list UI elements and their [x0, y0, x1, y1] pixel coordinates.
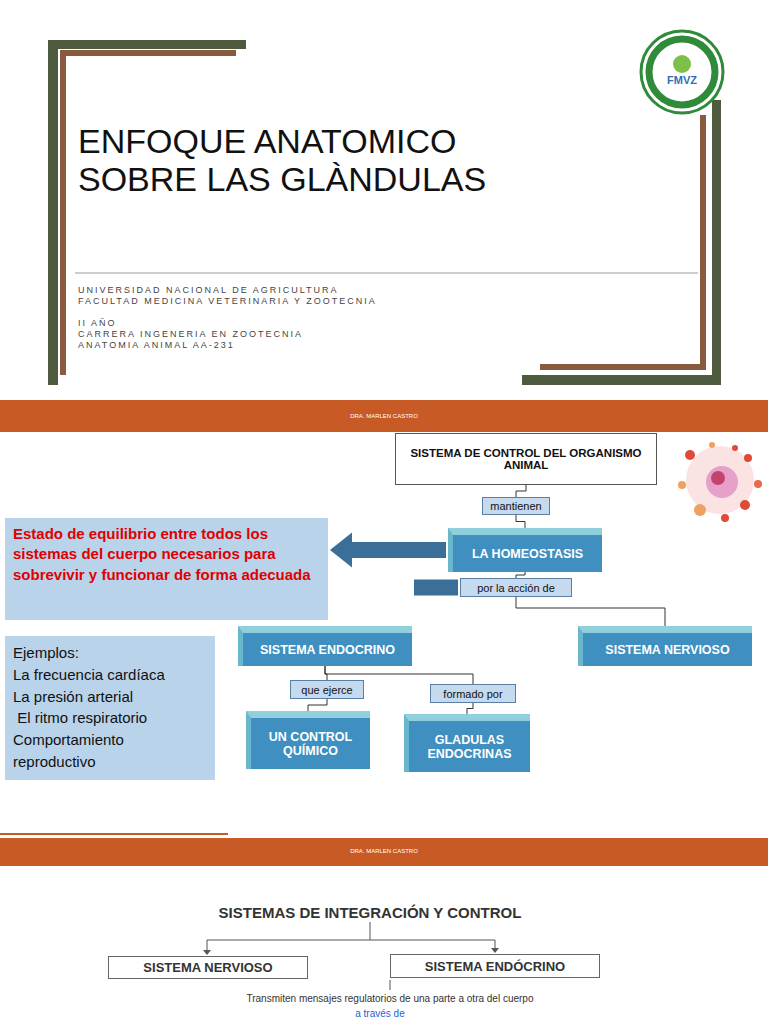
connector-line	[516, 485, 526, 497]
concept-box: LA HOMEOSTASIS	[448, 528, 602, 572]
connector-line	[467, 703, 473, 714]
node-text: por la acción de	[465, 582, 567, 594]
connector	[352, 550, 446, 551]
node-text: Estado de equilibrio entre todos los sis…	[13, 524, 320, 585]
node-text: LA HOMEOSTASIS	[461, 547, 594, 561]
connector	[516, 515, 525, 528]
subtitle-text: CARRERA INGENERIA EN ZOOTECNIA	[78, 329, 698, 339]
bracket-bar	[48, 40, 246, 49]
cell-illustration	[678, 442, 762, 522]
footer-line	[0, 833, 228, 835]
link-box: mantienen	[482, 497, 550, 515]
control-box: SISTEMA DE CONTROL DEL ORGANISMO ANIMAL	[395, 433, 657, 485]
arrowhead	[203, 950, 211, 955]
node-text: mantienen	[487, 500, 545, 512]
logo-ring	[641, 31, 723, 113]
concept-box: UN CONTROL QUÍMICO	[246, 711, 370, 769]
node-text: SISTEMA DE CONTROL DEL ORGANISMO ANIMAL	[404, 447, 648, 471]
node-text: Comportamiento reproductivo	[13, 729, 207, 773]
example-box: Ejemplos:La frecuencia cardíacaLa presió…	[5, 636, 215, 780]
footer-text: DRA. MARLEN CASTRO	[284, 413, 484, 419]
block-arrow	[352, 542, 446, 558]
system-box: SISTEMA NERVIOSO	[108, 956, 308, 979]
link-box: que ejerce	[290, 680, 364, 699]
connector	[467, 703, 473, 714]
node-text: SISTEMA NERVIOSO	[591, 643, 744, 657]
node-text: SISTEMA ENDÓCRINO	[397, 959, 593, 974]
node-text: formado por	[435, 688, 511, 700]
slide-title: ENFOQUE ANATOMICO SOBRE LAS GLÀNDULAS	[78, 122, 518, 198]
concept-box: GLADULAS ENDOCRINAS	[404, 714, 530, 772]
logo-emblem	[673, 55, 691, 73]
subtitle-text: II AÑO	[78, 318, 698, 328]
footer-band	[0, 838, 768, 866]
bracket-bar	[48, 40, 58, 385]
connector-line	[308, 699, 327, 711]
block-arrow	[414, 580, 458, 596]
concept-box: SISTEMA ENDOCRINO	[238, 626, 412, 666]
system-box: SISTEMA ENDÓCRINO	[390, 954, 600, 978]
link-box: por la acción de	[460, 578, 572, 597]
body-text: Transmiten mensajes regulatorios de una …	[150, 993, 630, 1004]
connector-line	[516, 515, 525, 528]
node-text: que ejerce	[295, 684, 359, 696]
node-text: SISTEMA ENDOCRINO	[251, 643, 404, 657]
node-text: GLADULAS ENDOCRINAS	[417, 733, 522, 761]
node-text: UN CONTROL QUÍMICO	[259, 730, 362, 758]
connector	[414, 587, 458, 588]
subtitle-text: FACULTAD MEDICINA VETERINARIA Y ZOOTECNI…	[78, 296, 698, 306]
logo-text: FMVZ	[662, 74, 702, 86]
bracket-bar	[60, 50, 66, 375]
logo-ring	[649, 39, 715, 105]
bracket-bar	[60, 50, 236, 56]
concept-box: SISTEMA NERVIOSO	[578, 626, 752, 666]
arrowhead	[491, 948, 499, 953]
bracket-bar	[540, 364, 706, 370]
node-text: La frecuencia cardíaca	[13, 664, 207, 686]
bracket-bar	[712, 100, 721, 385]
connector-line	[516, 597, 665, 626]
bracket-bar	[700, 115, 706, 370]
footer-text: DRA. MARLEN CASTRO	[284, 848, 484, 854]
arrowhead	[330, 532, 352, 567]
subtitle-text: UNIVERSIDAD NACIONAL DE AGRICULTURA	[78, 285, 698, 295]
bracket-bar	[522, 375, 721, 385]
connector	[516, 485, 526, 497]
rule-line	[75, 273, 698, 274]
footer-band	[0, 400, 768, 432]
connector	[516, 597, 665, 626]
node-text: SISTEMA NERVIOSO	[115, 960, 301, 975]
definition-box: Estado de equilibrio entre todos los sis…	[5, 518, 328, 620]
body-text: a través de	[300, 1008, 460, 1019]
node-text: La presión arterial	[13, 686, 207, 708]
slide-heading: SISTEMAS DE INTEGRACIÓN Y CONTROL	[170, 904, 570, 921]
node-text: Ejemplos:	[13, 642, 207, 664]
node-text: El ritmo respiratorio	[13, 707, 207, 729]
connector	[308, 699, 327, 711]
subtitle-text: ANATOMIA ANIMAL AA-231	[78, 340, 698, 350]
link-box: formado por	[430, 684, 516, 703]
